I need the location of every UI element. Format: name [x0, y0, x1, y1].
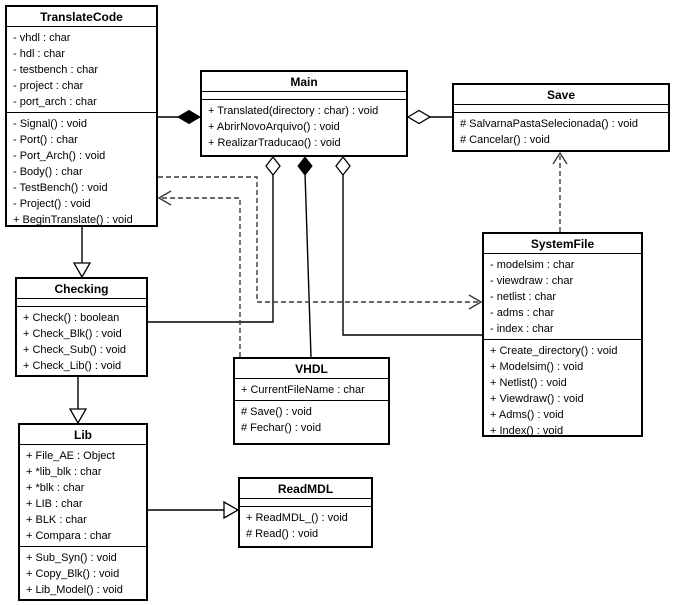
method: + Check_Sub() : void	[23, 344, 127, 356]
class-main-attributes	[202, 92, 406, 100]
method: + BeginTranslate() : void	[13, 214, 133, 226]
method: + AbrirNovoArquivo() : void	[208, 121, 340, 133]
attribute: - netlist : char	[490, 291, 557, 303]
method: + RealizarTraducao() : void	[208, 137, 341, 149]
class-vhdl-attributes: + CurrentFileName : char	[235, 379, 388, 401]
attribute: - port_arch : char	[13, 96, 97, 108]
class-translatecode-attributes: - vhdl : char - hdl : char - testbench :…	[7, 27, 156, 113]
method: + Copy_Blk() : void	[26, 568, 120, 580]
class-main-title: Main	[202, 72, 406, 92]
connector-generalization-translatecode-checking	[72, 227, 92, 279]
method: + ReadMDL_() : void	[246, 512, 348, 524]
class-save[interactable]: Save # SalvarnaPastaSelecionada() : void…	[452, 83, 670, 152]
class-lib-attributes: + File_AE : Object + *lib_blk : char + *…	[20, 445, 146, 547]
class-checking-methods: + Check() : boolean + Check_Blk() : void…	[17, 307, 146, 375]
attribute: + *blk : char	[26, 482, 85, 494]
class-readmdl-attributes	[240, 499, 371, 507]
method: + Viewdraw() : void	[490, 393, 584, 405]
connector-aggregation-main-systemfile	[335, 155, 482, 336]
class-checking-attributes	[17, 299, 146, 307]
method: + Sub_Syn() : void	[26, 552, 117, 564]
connector-aggregation-main-save	[406, 109, 452, 125]
connector-generalization-checking-lib	[68, 377, 88, 425]
attribute: + Compara : char	[26, 530, 112, 542]
class-systemfile[interactable]: SystemFile - modelsim : char - viewdraw …	[482, 232, 643, 437]
method: - Body() : char	[13, 166, 83, 178]
method: + Adms() : void	[490, 409, 564, 421]
attribute: + CurrentFileName : char	[241, 384, 365, 396]
class-systemfile-title: SystemFile	[484, 234, 641, 254]
method: + Lib_Model() : void	[26, 584, 123, 596]
class-translatecode-title: TranslateCode	[7, 7, 156, 27]
method: + Create_directory() : void	[490, 345, 618, 357]
method: + Translated(directory : char) : void	[208, 105, 379, 117]
class-vhdl[interactable]: VHDL + CurrentFileName : char # Save() :…	[233, 357, 390, 445]
class-main-methods: + Translated(directory : char) : void + …	[202, 100, 406, 155]
class-translatecode[interactable]: TranslateCode - vhdl : char - hdl : char…	[5, 5, 158, 227]
class-vhdl-title: VHDL	[235, 359, 388, 379]
class-lib[interactable]: Lib + File_AE : Object + *lib_blk : char…	[18, 423, 148, 601]
connector-composition-main-translatecode	[158, 109, 201, 125]
connector-generalization-lib-readmdl	[148, 500, 240, 520]
method: # Cancelar() : void	[460, 134, 550, 146]
attribute: - testbench : char	[13, 64, 98, 76]
method: - Project() : void	[13, 198, 91, 210]
class-systemfile-methods: + Create_directory() : void + Modelsim()…	[484, 340, 641, 437]
method: - TestBench() : void	[13, 182, 108, 194]
attribute: + File_AE : Object	[26, 450, 115, 462]
attribute: - project : char	[13, 80, 84, 92]
class-save-methods: # SalvarnaPastaSelecionada() : void # Ca…	[454, 113, 668, 150]
class-checking-title: Checking	[17, 279, 146, 299]
connector-dependency-systemfile-save	[552, 151, 568, 232]
attribute: - hdl : char	[13, 48, 65, 60]
method: - Port_Arch() : void	[13, 150, 106, 162]
attribute: + BLK : char	[26, 514, 87, 526]
attribute: - viewdraw : char	[490, 275, 574, 287]
method: + Modelsim() : void	[490, 361, 584, 373]
class-save-attributes	[454, 105, 668, 113]
method: - Signal() : void	[13, 118, 87, 130]
class-translatecode-methods: - Signal() : void - Port() : char - Port…	[7, 113, 156, 226]
attribute: - adms : char	[490, 307, 555, 319]
connector-dependency-vhdl-translatecode	[157, 190, 241, 357]
class-systemfile-attributes: - modelsim : char - viewdraw : char - ne…	[484, 254, 641, 340]
attribute: - index : char	[490, 323, 554, 335]
method: # Fechar() : void	[241, 422, 322, 434]
method: # Read() : void	[246, 528, 319, 540]
method: + Index() : void	[490, 425, 564, 437]
attribute: + LIB : char	[26, 498, 83, 510]
method: + Netlist() : void	[490, 377, 567, 389]
connector-composition-main-vhdl	[297, 156, 313, 358]
attribute: - vhdl : char	[13, 32, 71, 44]
class-readmdl[interactable]: ReadMDL + ReadMDL_() : void # Read() : v…	[238, 477, 373, 548]
class-main[interactable]: Main + Translated(directory : char) : vo…	[200, 70, 408, 157]
attribute: - modelsim : char	[490, 259, 575, 271]
class-lib-title: Lib	[20, 425, 146, 445]
class-readmdl-methods: + ReadMDL_() : void # Read() : void	[240, 507, 371, 546]
method: # Save() : void	[241, 406, 312, 418]
method: # SalvarnaPastaSelecionada() : void	[460, 118, 638, 130]
connector-aggregation-main-checking	[148, 155, 281, 323]
class-checking[interactable]: Checking + Check() : boolean + Check_Blk…	[15, 277, 148, 377]
class-save-title: Save	[454, 85, 668, 105]
class-readmdl-title: ReadMDL	[240, 479, 371, 499]
attribute: + *lib_blk : char	[26, 466, 102, 478]
method: + Check_Blk() : void	[23, 328, 122, 340]
class-vhdl-methods: # Save() : void # Fechar() : void	[235, 401, 388, 443]
method: - Port() : char	[13, 134, 78, 146]
method: + Check_Lib() : void	[23, 360, 122, 372]
connector-dependency-translatecode-systemfile	[158, 176, 483, 310]
class-lib-methods: + Sub_Syn() : void + Copy_Blk() : void +…	[20, 547, 146, 599]
method: + Check() : boolean	[23, 312, 120, 324]
